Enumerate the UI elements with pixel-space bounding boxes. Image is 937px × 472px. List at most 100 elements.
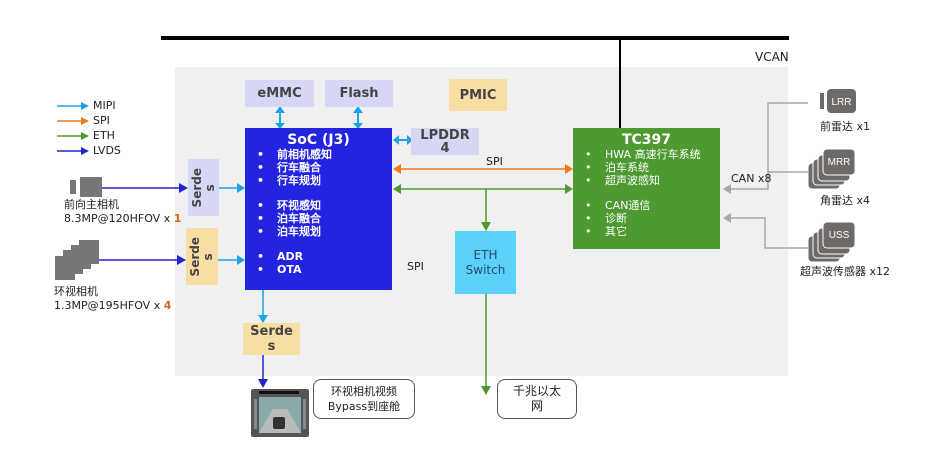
mrr-badge-text: MRR: [828, 157, 851, 168]
pmic-box: PMIC: [449, 79, 507, 111]
mrr-radar-icon: MRR: [808, 148, 856, 190]
soc-item: 行车融合: [257, 161, 392, 174]
gigabit-line1: 千兆以太: [512, 384, 561, 398]
tc397-item: 诊断: [585, 212, 720, 225]
tc397-function-list: HWA 高速行车系统 泊车系统 超声波感知 CAN通信 诊断 其它: [573, 148, 720, 238]
spec-text: 8.3MP@120HFOV x: [64, 212, 174, 225]
spi-arrow-icon: [57, 116, 89, 125]
lpddr-line1: LPDDR: [420, 127, 470, 143]
eth-switch-line1: ETH: [473, 247, 498, 262]
legend-label: ETH: [93, 129, 115, 142]
soc-item: 前相机感知: [257, 148, 392, 161]
mipi-arrow-icon: [57, 101, 89, 110]
tc397-item: 超声波感知: [585, 174, 720, 187]
legend-item-lvds: LVDS: [57, 143, 121, 158]
legend-item-spi: SPI: [57, 113, 121, 128]
lpddr-link: [393, 135, 413, 145]
spec-text: 1.3MP@195HFOV x: [54, 299, 164, 312]
cockpit-display-icon: [251, 389, 309, 437]
spi-side-label: SPI: [407, 260, 424, 273]
spi-link: [393, 164, 573, 174]
soc-item: 泊车融合: [257, 212, 392, 225]
can-links: [723, 102, 808, 249]
flash-box: Flash: [325, 80, 393, 107]
front-camera-label: 前向主相机 8.3MP@120HFOV x 1: [64, 198, 181, 226]
spacer: [257, 187, 392, 199]
surround-camera-icon: [55, 240, 99, 280]
surround-camera-name: 环视相机: [54, 285, 98, 298]
tc397-mcu-block: TC397 HWA 高速行车系统 泊车系统 超声波感知 CAN通信 诊断 其它: [573, 128, 720, 249]
soc-j3-block: SoC (J3) 前相机感知 行车融合 行车规划 环视感知 泊车融合 泊车规划 …: [245, 128, 392, 290]
emmc-link: [275, 106, 285, 129]
emmc-box: eMMC: [245, 80, 314, 107]
soc-item: OTA: [257, 263, 392, 276]
lrr-radar-icon: LRR: [820, 89, 856, 113]
vcan-bus-line: [161, 36, 789, 40]
surround-camera-spec: 1.3MP@195HFOV x 4: [54, 299, 171, 313]
lpddr-line2: 4: [440, 140, 450, 156]
front-camera-spec: 8.3MP@120HFOV x 1: [64, 212, 181, 226]
legend: MIPI SPI ETH LVDS: [57, 98, 121, 158]
serdes-display-output: Serde s: [243, 323, 300, 355]
serdes-to-soc-mipi: [218, 183, 268, 323]
eth-arrow-icon: [57, 131, 89, 140]
surround-camera-lvds: [98, 255, 186, 265]
tc397-item: 泊车系统: [585, 161, 720, 174]
uss-badge-text: USS: [829, 230, 850, 241]
front-camera-lvds: [100, 183, 188, 193]
serdes-line2: s: [267, 339, 276, 354]
tc397-item: 其它: [585, 225, 720, 238]
serdes-line1: Serde: [250, 324, 293, 339]
vcan-label: VCAN: [755, 50, 789, 64]
legend-label: SPI: [93, 114, 110, 127]
spacer: [257, 238, 392, 250]
surround-camera-label: 环视相机 1.3MP@195HFOV x 4: [54, 285, 171, 313]
front-camera-name: 前向主相机: [64, 198, 119, 211]
gigabit-ethernet-callout: 千兆以太 网: [497, 379, 577, 419]
legend-label: MIPI: [93, 99, 116, 112]
serdes-line1: Serde: [189, 167, 204, 208]
eth-switch-line2: Switch: [465, 262, 506, 277]
serdes-line2: s: [201, 252, 215, 261]
front-camera-icon: [70, 177, 102, 197]
tc397-title: TC397: [621, 132, 672, 148]
soc-item: 行车规划: [257, 174, 392, 187]
uss-label: 超声波传感器 x12: [799, 265, 890, 278]
camera-count: 1: [173, 212, 182, 225]
bypass-line1: 环视相机视频: [331, 385, 397, 398]
vcan-drop-line: [619, 38, 621, 129]
soc-title: SoC (J3): [287, 132, 350, 148]
serdes-line2: s: [202, 183, 217, 192]
eth-link: [393, 184, 573, 395]
legend-item-eth: ETH: [57, 128, 121, 143]
bypass-callout: 环视相机视频 Bypass到座舱: [313, 379, 415, 419]
lrr-label: 前雷达 x1: [819, 120, 870, 133]
legend-label: LVDS: [93, 144, 121, 157]
can-label: CAN x8: [731, 172, 772, 185]
tc397-item: HWA 高速行车系统: [585, 148, 720, 161]
tc397-item: CAN通信: [585, 199, 720, 212]
lvds-arrow-icon: [57, 146, 89, 155]
spacer: [585, 187, 720, 199]
soc-function-list: 前相机感知 行车融合 行车规划 环视感知 泊车融合 泊车规划 ADR OTA: [245, 148, 392, 276]
legend-item-mipi: MIPI: [57, 98, 121, 113]
bypass-line2: Bypass到座舱: [327, 400, 401, 413]
uss-sensor-icon: USS: [808, 221, 856, 263]
lpddr4-box: LPDDR 4: [411, 128, 479, 155]
soc-item: 泊车规划: [257, 225, 392, 238]
lrr-badge-text: LRR: [831, 97, 851, 108]
flash-link: [353, 106, 363, 129]
soc-item: ADR: [257, 250, 392, 263]
eth-switch-block: ETH Switch: [455, 231, 516, 294]
mrr-label: 角雷达 x4: [819, 194, 870, 207]
serdes-line1: Serde: [188, 236, 202, 277]
camera-count: 4: [163, 299, 172, 312]
spi-link-label: SPI: [486, 155, 503, 168]
gigabit-line2: 网: [530, 399, 543, 413]
serdes-to-display-lvds: [258, 355, 268, 388]
